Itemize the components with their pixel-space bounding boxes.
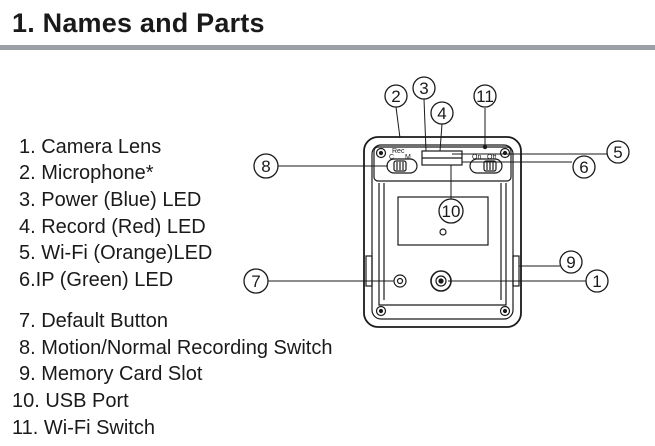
callout-circle-11	[473, 84, 497, 108]
part-ip-led: 6.IP (Green) LED	[19, 269, 174, 291]
callout-circle-6	[572, 155, 596, 179]
screw-bottom-right	[499, 305, 511, 317]
microphone-hole	[482, 144, 488, 150]
callout-8: 8	[261, 157, 270, 176]
screw-bottom-left	[375, 305, 387, 317]
callout-5: 5	[613, 143, 622, 162]
part-default-button: 7. Default Button	[19, 310, 168, 332]
part-usb-port: 10. USB Port	[12, 390, 129, 412]
wifi-switch	[469, 158, 503, 174]
callout-circle-4	[430, 101, 454, 125]
part-wifi-switch: 11. Wi-Fi Switch	[12, 417, 155, 439]
device-inner-frame	[371, 144, 514, 320]
device-outer-shell	[363, 136, 522, 328]
callout-circle-7	[243, 268, 269, 294]
leader-4	[439, 123, 443, 152]
compartment-outline	[378, 183, 507, 306]
leader-3	[423, 98, 427, 152]
control-panel	[373, 146, 512, 182]
callout-3: 3	[419, 79, 428, 98]
part-microphone: 2. Microphone*	[19, 162, 154, 184]
plate-hole	[439, 228, 447, 236]
callout-2: 2	[391, 87, 400, 106]
part-power-led: 3. Power (Blue) LED	[19, 189, 202, 211]
callout-circle-5	[606, 140, 630, 164]
callout-4: 4	[437, 104, 446, 123]
callout-circle-9	[559, 250, 583, 274]
heading-underline	[0, 45, 655, 50]
screw-top-left	[375, 147, 387, 159]
callout-1: 1	[592, 272, 601, 291]
callout-11: 11	[476, 87, 494, 106]
callout-10: 10	[442, 202, 461, 221]
callout-circle-10	[438, 198, 464, 224]
part-record-led: 4. Record (Red) LED	[19, 216, 206, 238]
default-button	[393, 274, 407, 288]
on-label: On	[472, 154, 481, 161]
rec-label: Rec	[392, 148, 405, 155]
callout-circle-1	[585, 269, 609, 293]
callout-circle-2	[384, 84, 408, 108]
section-heading: 1. Names and Parts	[12, 8, 265, 38]
callout-circle-3	[412, 76, 436, 100]
part-camera-lens: 1. Camera Lens	[19, 136, 162, 158]
callout-9: 9	[566, 253, 575, 272]
part-memory-card-slot: 9. Memory Card Slot	[19, 363, 203, 385]
callout-6: 6	[579, 158, 588, 177]
label-plate	[397, 196, 489, 246]
callout-7: 7	[251, 272, 260, 291]
part-recording-switch: 8. Motion/Normal Recording Switch	[19, 337, 333, 359]
c-label: C	[389, 154, 394, 161]
m-label: M	[405, 154, 411, 161]
leader-2	[395, 106, 401, 139]
memory-card-slot	[512, 255, 520, 287]
callout-circle-8	[253, 153, 279, 179]
off-label: Off	[487, 154, 496, 161]
screw-top-right	[499, 147, 511, 159]
side-slot-left	[365, 255, 373, 287]
part-wifi-led: 5. Wi-Fi (Orange)LED	[19, 242, 213, 264]
